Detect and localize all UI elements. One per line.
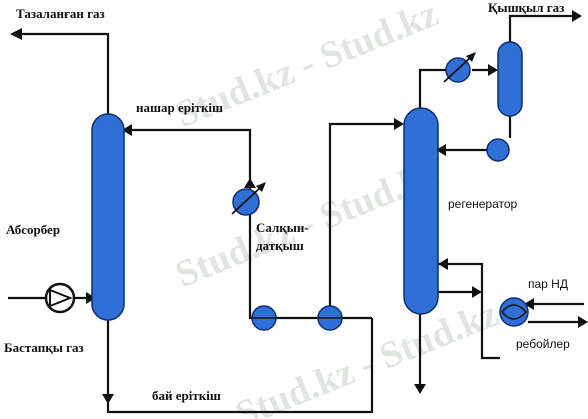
arrow-icon [244, 178, 256, 188]
arrow-icon [86, 292, 96, 304]
regenerator-column [403, 107, 439, 315]
arrow-icon [524, 298, 534, 310]
cooler-icon [231, 182, 266, 216]
pump-icon [44, 282, 76, 314]
watermark-text: Stud.kz - Stud.kz [170, 0, 444, 136]
regenerator-label: регенератор [448, 197, 518, 211]
reboiler-return-line [438, 262, 500, 360]
reboiler-icon [499, 297, 529, 327]
rich-solvent-label: бай еріткіш [152, 388, 221, 403]
rich-to-regenerator-line [328, 122, 398, 306]
arrow-icon [472, 286, 482, 298]
arrow-icon [488, 64, 498, 76]
arrow-icon [10, 28, 22, 40]
acid-gas-line [508, 14, 572, 44]
absorber-label: Абсорбер [6, 222, 60, 237]
lean-solvent-label: нашар еріткіш [136, 100, 223, 115]
initial-gas-label: Бастапқы газ [4, 340, 84, 355]
heat-exchanger-icon [251, 305, 277, 331]
arrow-icon [436, 144, 446, 156]
clean-gas-line [20, 32, 110, 118]
acid-gas-label: Қышқыл газ [488, 0, 564, 15]
steam-label: пар НД [528, 277, 568, 291]
arrow-icon [578, 316, 588, 328]
arrow-icon [102, 394, 114, 404]
arrow-icon [438, 258, 448, 270]
heat-exchanger-icon [486, 138, 510, 162]
arrow-icon [122, 124, 132, 136]
heat-exchanger-icon [317, 305, 343, 331]
arrow-icon [572, 10, 582, 22]
reboiler-label: ребойлер [516, 337, 570, 351]
rich-solvent-line [106, 318, 374, 414]
reflux-drum [497, 41, 523, 117]
absorber-column [91, 113, 125, 321]
arrow-icon [414, 384, 426, 394]
condenser-icon [443, 52, 476, 83]
cooler-label-line1: Салқын- [256, 220, 309, 235]
clean-gas-label: Тазаланған газ [16, 6, 105, 21]
cooler-label-line2: датқыш [256, 238, 304, 253]
overhead-line [418, 68, 448, 110]
arrow-icon [394, 118, 404, 130]
